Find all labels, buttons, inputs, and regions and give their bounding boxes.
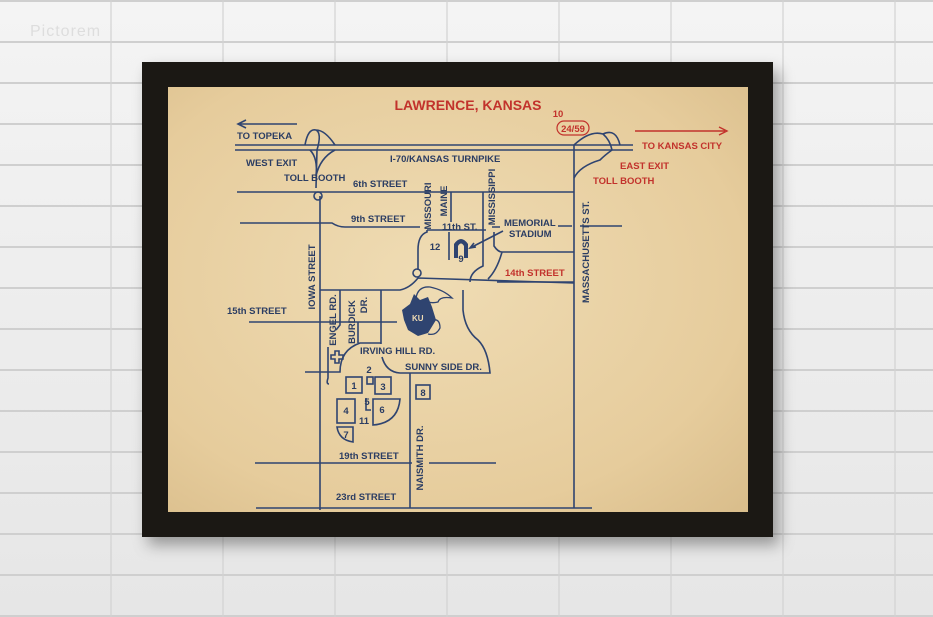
building-6 [372,398,401,426]
engel-road [326,290,341,385]
east-interchange [573,131,621,179]
stadium-icon [454,239,468,258]
maine-label: MAINE [439,186,450,217]
eleventh-street-label: 11th ST. [442,222,477,233]
burdick-road [357,290,382,344]
burdick-dr-label: DR. [359,297,370,313]
watermark: Pictorem [30,23,102,40]
maine-road [448,192,452,260]
marker-6: 6 [379,405,384,416]
missouri-road [417,230,428,270]
naismith-label: NAISMITH DR. [415,426,426,491]
building-3 [374,376,392,395]
memorial-label: MEMORIAL [504,218,556,229]
west-exit-label: WEST EXIT [246,158,297,169]
building-2 [366,376,374,385]
burdick-label: BURDICK [347,300,358,344]
logo-ku-text: KU [412,314,424,323]
east-toll-booth-label: TOLL BOOTH [593,176,655,187]
mississippi-label: MISSISSIPPI [487,169,498,226]
marker-9: 9 [458,254,463,265]
marker-1: 1 [351,381,357,392]
massachusetts-label: MASSACHUSETTS ST. [581,201,592,303]
west-toll-booth-label: TOLL BOOTH [284,173,346,184]
fourteenth-street-label: 14th STREET [505,268,565,279]
building-8 [415,384,431,400]
marker-3: 3 [380,382,385,393]
marker-2: 2 [366,365,371,376]
twentythird-street-label: 23rd STREET [336,492,396,503]
stadium-loop [487,232,574,280]
east-exit-label: EAST EXIT [620,161,669,172]
stadium-arrow [468,230,504,250]
route-number: 10 [553,109,564,120]
sixth-street-label: 6th STREET [353,179,408,190]
marker-7: 7 [343,430,348,441]
highway-shield-icon [556,120,590,136]
ninth-street-label: 9th STREET [351,214,406,225]
marker-5: 5 [364,397,370,408]
marker-12: 12 [430,242,441,253]
west-interchange [304,129,336,189]
turnpike-label: I-70/KANSAS TURNPIKE [390,154,500,165]
marker-8: 8 [420,388,425,399]
ninth-street-road [240,222,622,228]
stadium-label: STADIUM [509,229,552,240]
hospital-cross-icon [330,350,344,364]
jayhawk-blvd [320,277,575,291]
highway-shield-label: 24/59 [561,124,585,135]
mississippi-road [469,192,484,283]
map-title: LAWRENCE, KANSAS [394,97,541,113]
building-1 [345,376,363,394]
to-kansas-city-label: TO KANSAS CITY [642,141,723,152]
marker-11: 11 [359,416,370,427]
kansas-city-arrow [635,126,729,136]
sunny-side-label: SUNNY SIDE DR. [405,362,482,373]
map-paper [168,87,748,512]
missouri-label: MISSOURI [423,183,434,230]
nineteenth-street-label: 19th STREET [339,451,399,462]
building-7 [336,426,354,443]
irving-hill-label: IRVING HILL RD. [360,346,435,357]
i70-road [235,144,633,151]
engel-road-label: ENGEL RD. [328,294,339,346]
building-4 [336,398,356,424]
topeka-arrow [236,119,297,129]
iowa-street-label: IOWA STREET [307,244,318,309]
irving-hill-road [305,342,381,373]
building-5 [365,398,371,411]
fifteenth-street-label: 15th STREET [227,306,287,317]
jayhawk-logo-icon: KU [402,286,454,336]
sunny-side-loop [381,290,491,374]
roundabout [412,268,422,278]
roads: KU [235,119,729,510]
marker-4: 4 [343,406,349,417]
toll-booth-circle [313,191,323,201]
to-topeka-label: TO TOPEKA [237,131,292,142]
